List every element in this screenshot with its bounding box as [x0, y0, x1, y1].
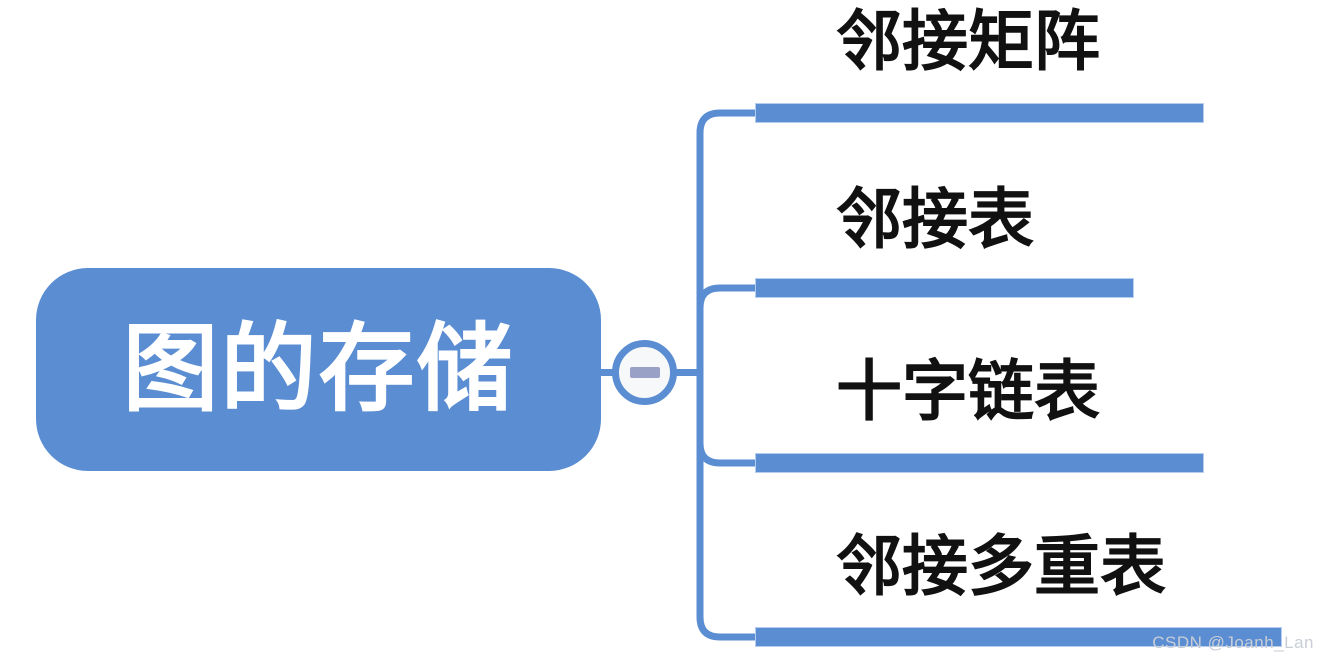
connector-branch-1: [696, 109, 760, 373]
branch-topic-1[interactable]: 邻接矩阵: [836, 4, 1100, 78]
collapse-toggle-button[interactable]: [612, 340, 677, 405]
branch-underline-3[interactable]: [755, 453, 1204, 473]
csdn-watermark: CSDN @Joanh_Lan: [1152, 633, 1314, 652]
branch-topic-2[interactable]: 邻接表: [836, 182, 1034, 256]
minus-icon: [629, 367, 660, 378]
connector-branch-2: [696, 284, 760, 373]
branch-underline-2[interactable]: [755, 278, 1134, 298]
branch-topic-4[interactable]: 邻接多重表: [836, 529, 1166, 603]
connector-branch-3: [696, 372, 760, 467]
branch-underline-4[interactable]: [755, 627, 1282, 647]
connector-branch-4: [696, 372, 760, 641]
branch-topic-3[interactable]: 十字链表: [836, 354, 1100, 428]
root-topic-node[interactable]: 图的存储: [36, 268, 601, 471]
branch-underline-1[interactable]: [755, 103, 1204, 123]
root-topic-label: 图的存储: [122, 315, 515, 423]
